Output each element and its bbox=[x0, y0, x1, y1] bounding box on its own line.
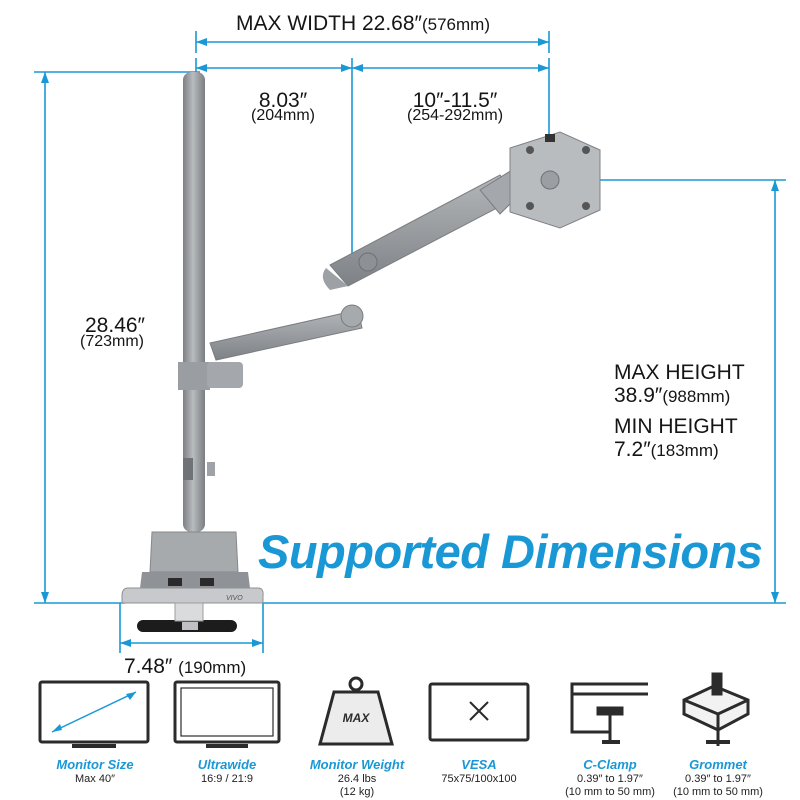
spec-label: Monitor Weight bbox=[309, 757, 405, 772]
base-width-label: 7.48″ (190mm) bbox=[124, 655, 247, 678]
ultrawide-icon bbox=[173, 680, 281, 748]
dimension-lines bbox=[34, 31, 786, 653]
weight-icon: MAX bbox=[318, 676, 394, 746]
spec-detail: 0.39″ to 1.97″ (10 mm to 50 mm) bbox=[565, 773, 655, 798]
spec-detail: Max 40″ bbox=[75, 773, 115, 785]
max-height-label: MAX HEIGHT bbox=[614, 361, 745, 384]
vesa-plate bbox=[509, 131, 601, 229]
arm1-length-mm: (204mm) bbox=[250, 107, 315, 124]
spec-label: VESA bbox=[461, 757, 497, 772]
spec-detail: 16:9 / 21:9 bbox=[201, 773, 253, 785]
grommet-icon bbox=[682, 672, 750, 746]
desk-base: VIVO bbox=[121, 587, 264, 632]
spec-label: Monitor Size bbox=[56, 757, 134, 772]
spec-icons: MAX bbox=[38, 672, 750, 748]
headline: Supported Dimensions bbox=[258, 525, 763, 578]
max-height-value: 38.9″(988mm) bbox=[614, 384, 731, 407]
arm2-length: 10″-11.5″ bbox=[412, 89, 498, 112]
monitor-size-icon bbox=[38, 680, 150, 748]
spec-detail: 26.4 lbs (12 kg) bbox=[337, 773, 377, 798]
pole-height: 28.46″ bbox=[85, 314, 145, 337]
pole-height-mm: (723mm) bbox=[79, 333, 144, 350]
spec-label: Ultrawide bbox=[197, 757, 257, 772]
min-height-label: MIN HEIGHT bbox=[614, 415, 738, 438]
spec-label: C-Clamp bbox=[583, 757, 637, 772]
pole bbox=[140, 72, 250, 588]
weight-badge: MAX bbox=[343, 711, 371, 725]
spec-label: Grommet bbox=[689, 757, 747, 772]
c-clamp-icon bbox=[570, 682, 648, 744]
monitor-arm-diagram: VIVO bbox=[34, 31, 786, 653]
arm2-length-mm: (254-292mm) bbox=[406, 107, 504, 124]
spec-detail: 75x75/100x100 bbox=[441, 773, 517, 785]
max-width-label: MAX WIDTH 22.68″(576mm) bbox=[236, 12, 490, 35]
spec-detail: 0.39″ to 1.97″ (10 mm to 50 mm) bbox=[673, 773, 763, 798]
vesa-icon bbox=[428, 682, 530, 742]
min-height-value: 7.2″(183mm) bbox=[614, 438, 719, 461]
arm1-length: 8.03″ bbox=[258, 89, 308, 112]
lower-arm bbox=[209, 304, 364, 361]
base-logo: VIVO bbox=[226, 595, 243, 602]
